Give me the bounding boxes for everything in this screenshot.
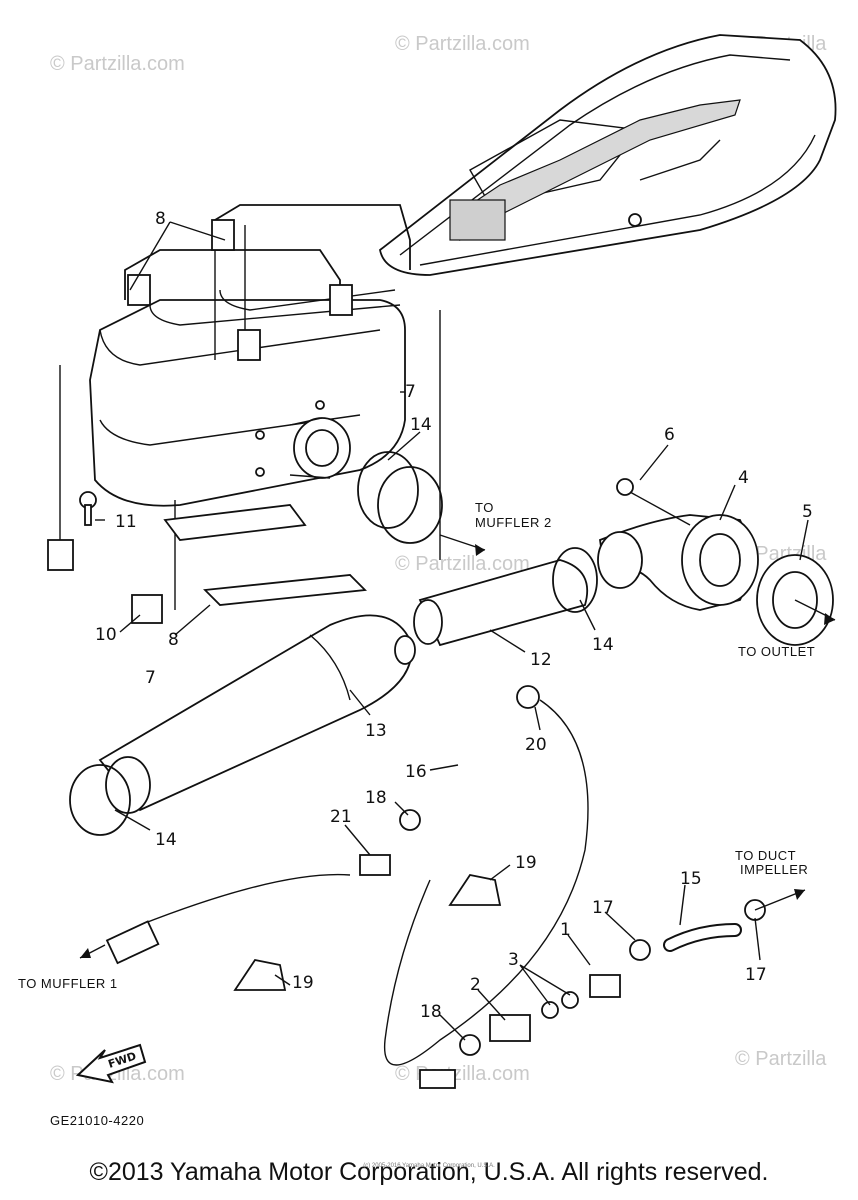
exhaust-hose xyxy=(98,614,416,814)
small-hardware xyxy=(47,491,163,624)
callout-9: 8 xyxy=(155,209,166,229)
watermark: © Partzilla.com xyxy=(395,33,530,55)
pads xyxy=(163,504,367,606)
callout-2: 2 xyxy=(470,975,481,995)
callout-18: 18 xyxy=(365,788,387,808)
callout-18: 18 xyxy=(420,1002,442,1022)
callout-13: 13 xyxy=(365,721,387,741)
callout-14: 14 xyxy=(155,830,177,850)
callout-4: 4 xyxy=(738,468,749,488)
copyright-footer: ©2013 Yamaha Motor Corporation, U.S.A. A… xyxy=(89,1158,769,1186)
to-muffler-1-label: TO MUFFLER 1 xyxy=(18,976,118,991)
callout-14: 14 xyxy=(410,415,432,435)
callout-10: 10 xyxy=(95,625,117,645)
callout-7: 7 xyxy=(405,382,416,402)
leader-lines xyxy=(95,221,809,1041)
callout-1: 1 xyxy=(560,920,571,940)
to-muffler-2-label: MUFFLER 2 xyxy=(475,515,552,530)
callout-21: 21 xyxy=(330,807,352,827)
watercraft-illustration xyxy=(379,34,837,276)
callout-5: 5 xyxy=(802,502,813,522)
fwd-arrow-icon: FWD xyxy=(75,1043,147,1084)
callout-20: 20 xyxy=(525,735,547,755)
watermark: © Partzilla.com xyxy=(50,53,185,75)
callout-3: 3 xyxy=(508,950,519,970)
callout-14: 14 xyxy=(592,635,614,655)
annotations: TO MUFFLER 2 TO OUTLET TO DUCT IMPELLER … xyxy=(18,500,815,1128)
to-duct-label: IMPELLER xyxy=(740,862,808,877)
hose-clamps xyxy=(69,451,598,836)
callout-12: 12 xyxy=(530,650,552,670)
callout-17: 17 xyxy=(745,965,767,985)
small-copyright-note: (c) 2005-2016 Yamaha Motor Corporation, … xyxy=(363,1163,495,1169)
to-duct-label: TO DUCT xyxy=(735,848,796,863)
to-outlet-label: TO OUTLET xyxy=(738,644,815,659)
callout-19: 19 xyxy=(292,973,314,993)
watermark: © Partzilla.com xyxy=(395,553,530,575)
hose-12 xyxy=(413,559,589,647)
flow-arrows xyxy=(79,534,836,959)
callout-19: 19 xyxy=(515,853,537,873)
watermark: © Partzilla.com xyxy=(395,1063,530,1085)
callout-16: 16 xyxy=(405,762,427,782)
diagram-code: GE21010-4220 xyxy=(50,1113,144,1128)
callout-7: 7 xyxy=(145,668,156,688)
callout-11: 11 xyxy=(115,512,137,532)
callout-6: 6 xyxy=(664,425,675,445)
callout-15: 15 xyxy=(680,869,702,889)
callout-8: 8 xyxy=(168,630,179,650)
outlet-elbow xyxy=(597,478,834,646)
cooling-lines xyxy=(105,685,766,1089)
water-lock-box xyxy=(59,204,441,610)
callouts: 8 7 14 11 10 8 7 6 4 5 14 12 13 20 16 18… xyxy=(95,209,813,1022)
to-muffler-2-label: TO xyxy=(475,500,494,515)
stays xyxy=(233,873,502,991)
watermark: © Partzilla xyxy=(735,1048,827,1070)
callout-17: 17 xyxy=(592,898,614,918)
